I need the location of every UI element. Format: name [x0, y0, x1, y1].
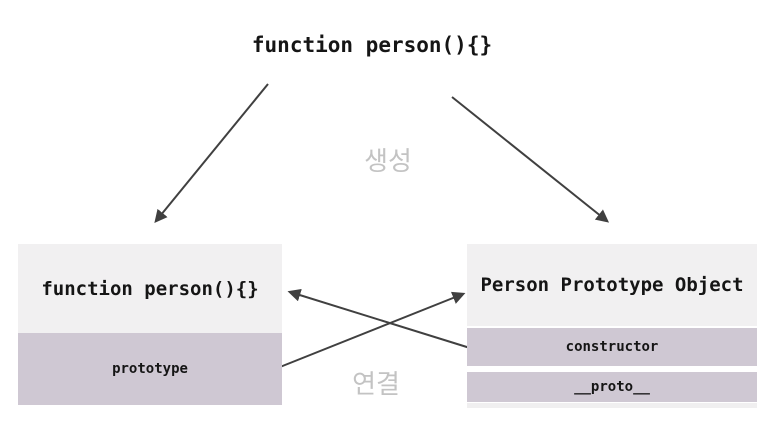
- create-arrow-to-prototype-object-box: [451, 96, 610, 223]
- link-arrow-prototype-to-object: [279, 291, 466, 368]
- prototype-object-box-title: Person Prototype Object: [467, 244, 757, 326]
- create-arrow-to-function-box: [154, 83, 269, 224]
- function-box: function person(){} prototype: [18, 244, 282, 405]
- prototype-object-box: Person Prototype Object constructor __pr…: [467, 244, 757, 408]
- proto-row: __proto__: [467, 372, 757, 402]
- edge-label-create: 생성: [364, 146, 412, 176]
- function-box-title: function person(){}: [18, 244, 282, 333]
- edge-label-link: 연결: [352, 369, 400, 399]
- top-function-declaration-label: function person(){}: [251, 33, 493, 57]
- constructor-row: constructor: [467, 328, 757, 366]
- prototype-row: prototype: [18, 333, 282, 405]
- partial-row-strip: [467, 403, 757, 408]
- link-arrow-constructor-to-function: [287, 288, 471, 349]
